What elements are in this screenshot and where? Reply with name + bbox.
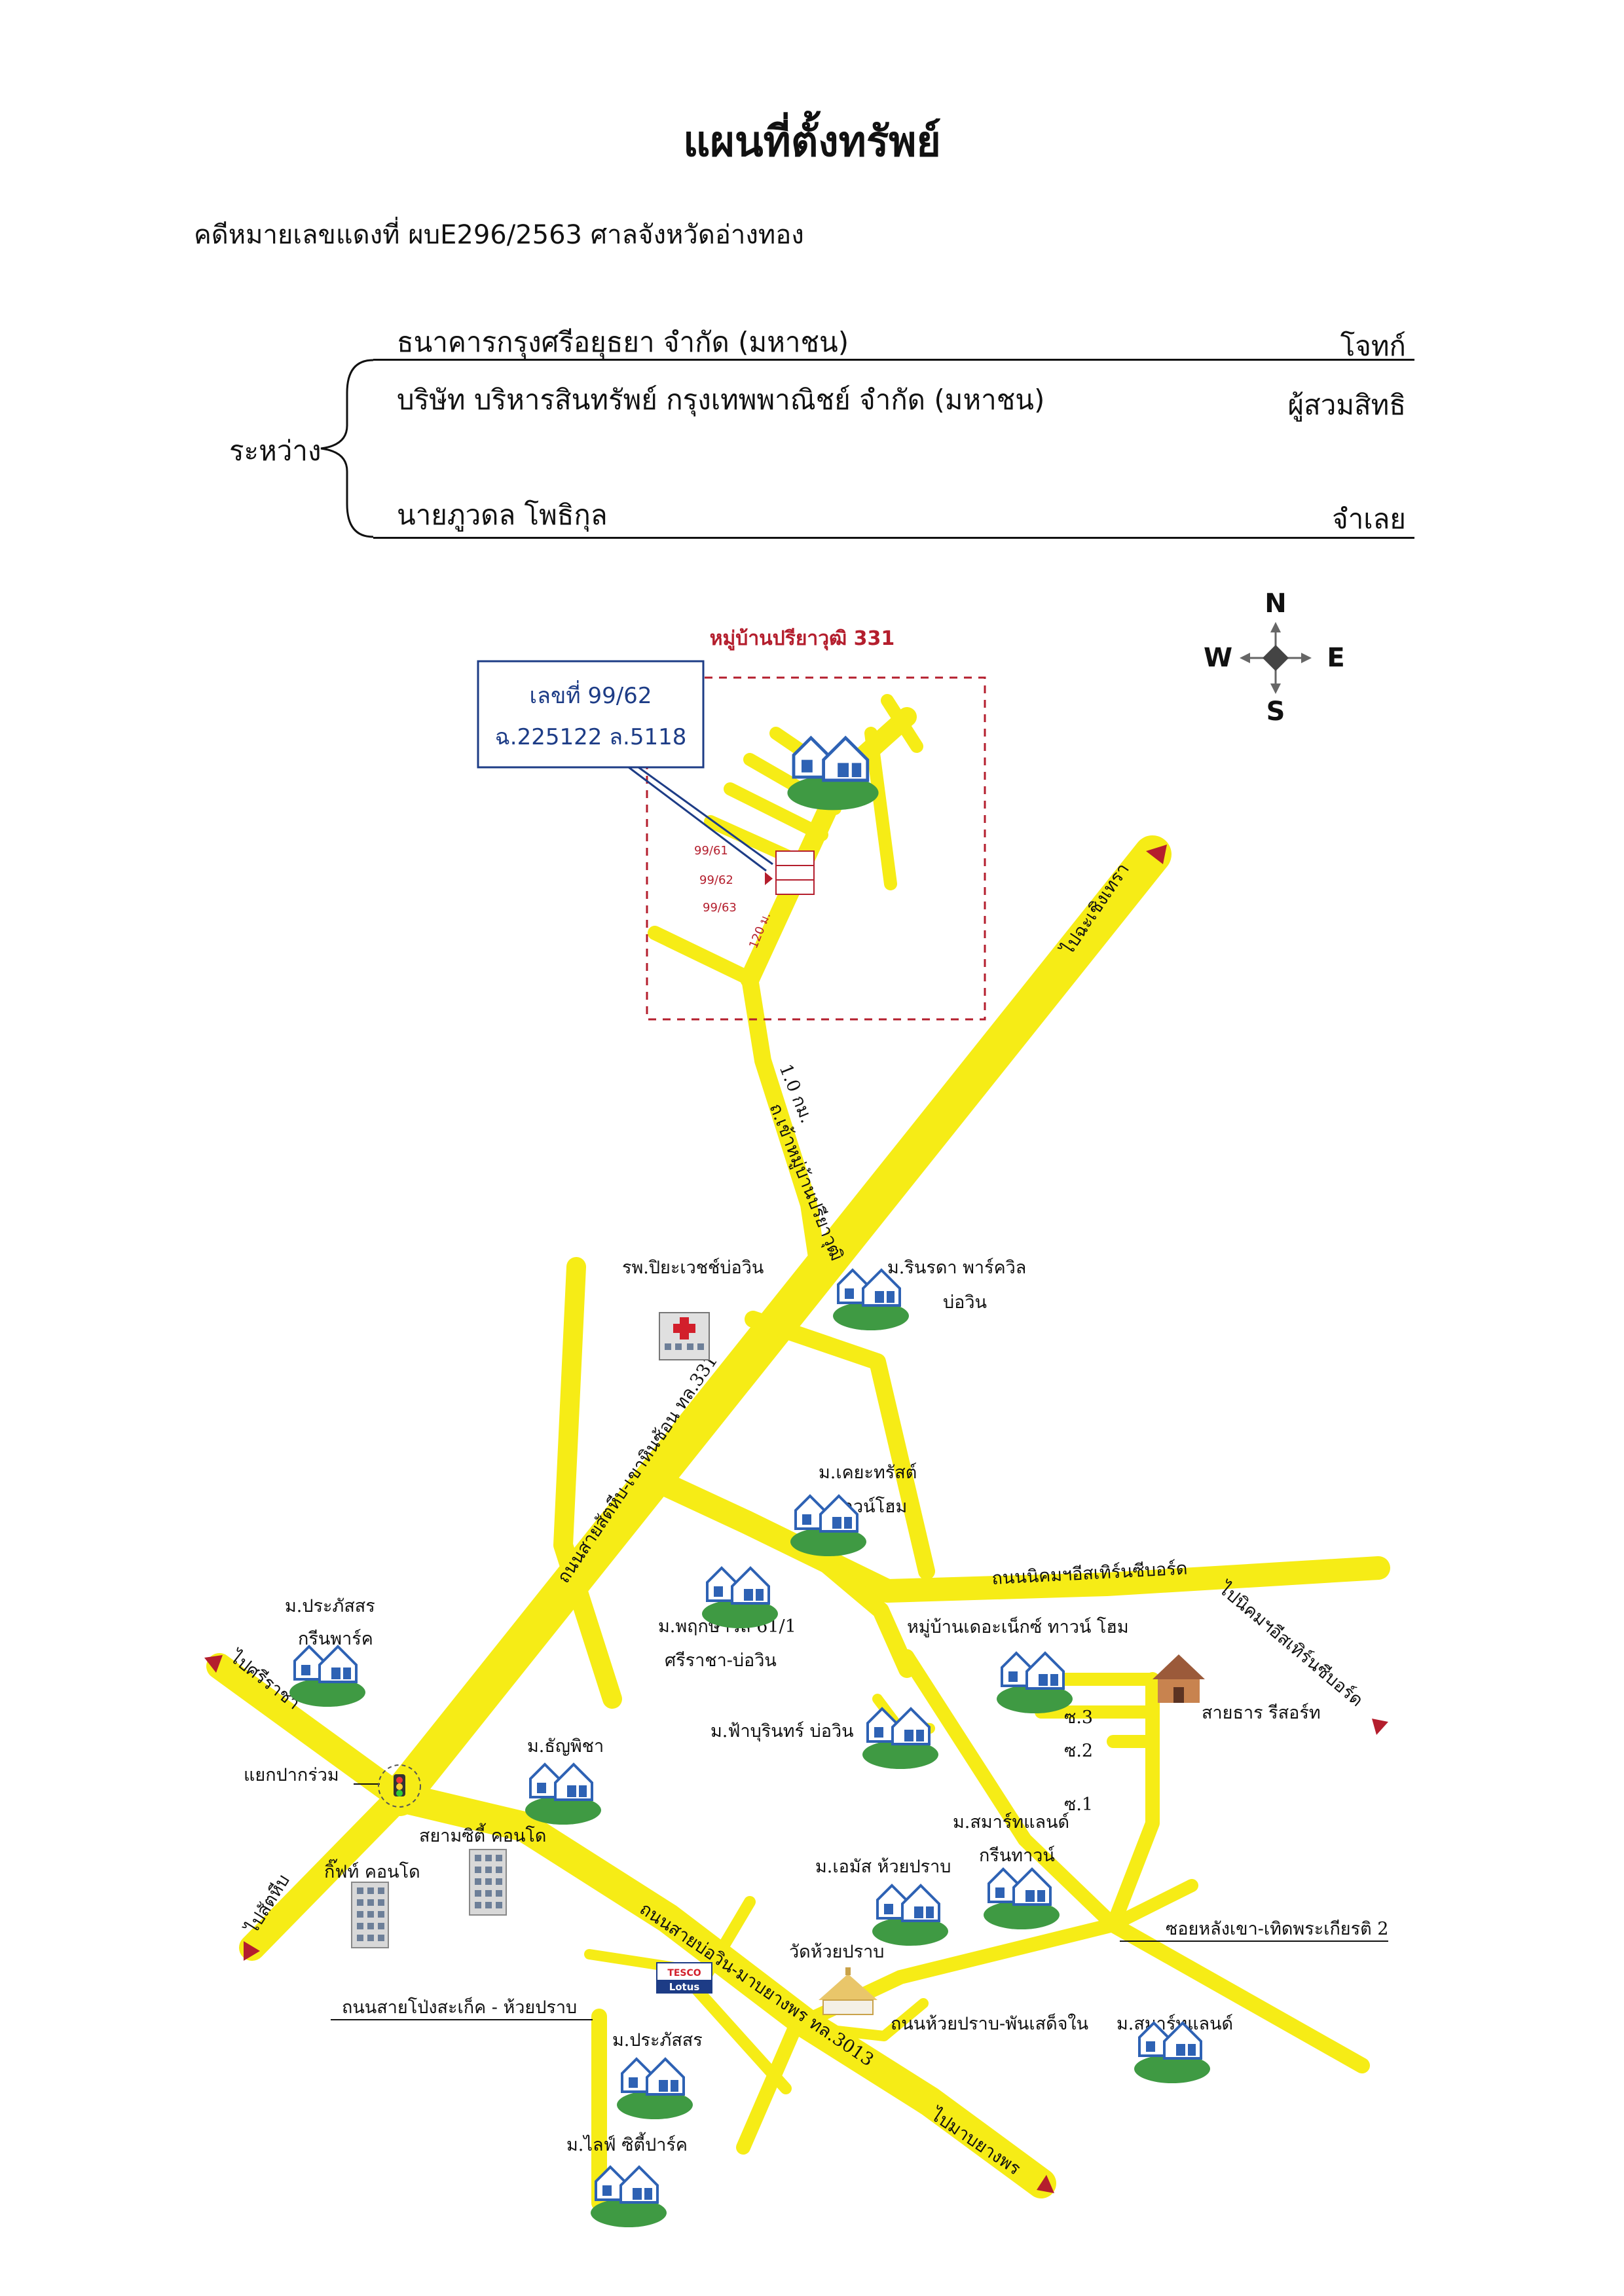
store-brand-1: TESCO (667, 1968, 701, 1978)
successor-name: บริษัท บริหารสินทรัพย์ กรุงเทพพาณิชย์ จำ… (397, 384, 1045, 416)
label-life-city: ม.ไลฟ์ ซิตี้ปาร์ค (566, 2132, 688, 2155)
compass-west: W (1204, 643, 1232, 673)
road-3013 (384, 1782, 1056, 2198)
compass-north: N (1264, 589, 1286, 619)
plot-marker-icon (765, 872, 773, 885)
defendant-name: นายภูวดล โพธิกุล (397, 499, 608, 531)
label-junction: แยกปากร่วม (244, 1765, 339, 1785)
house-icon (995, 1652, 1074, 1715)
successor-role: ผู้สวมสิทธิ (1287, 389, 1406, 421)
condo-icon (351, 1882, 389, 1948)
label-prapassorn-green-2: กรีนพาร์ค (298, 1628, 373, 1649)
label-siam-city: สยามซิตี้ คอนโด (419, 1823, 546, 1846)
house-icon (861, 1707, 940, 1770)
label-wat: วัดห้วยปราบ (789, 1942, 884, 1962)
house-icon (982, 1868, 1061, 1931)
callout-deed-number: ฉ.225122 ล.5118 (495, 724, 687, 750)
arrow-eastern-icon (1372, 1719, 1388, 1735)
resort-icon (1153, 1654, 1205, 1703)
plot-callout-box (477, 660, 705, 769)
store-icon: TESCO Lotus (656, 1962, 712, 1994)
road-to-sattahip (239, 1784, 413, 1961)
house-icon (288, 1645, 367, 1708)
label-gift: กิ๊ฟท์ คอนโด (324, 1859, 420, 1882)
callout-pointer (628, 766, 773, 872)
label-prapassorn-green-1: ม.ประภัสสร (285, 1596, 375, 1616)
plaintiff-role: โจทก์ (1340, 330, 1406, 362)
between-brace (320, 359, 374, 538)
house-icon (524, 1763, 602, 1826)
hospital-icon (659, 1312, 710, 1360)
compass-south: S (1266, 697, 1285, 727)
label-rinrada-1: ม.รินรดา พาร์ควิล (887, 1257, 1026, 1278)
label-soi-1: ซ.1 (1064, 1795, 1093, 1815)
case-number-line: คดีหมายเลขแดงที่ ผบE296/2563 ศาลจังหวัดอ… (194, 220, 804, 250)
store-brand-2: Lotus (669, 1981, 700, 1993)
house-icon (589, 2166, 668, 2229)
between-label: ระหว่าง (229, 435, 322, 467)
label-thanyapicha: ม.ธัญพิชา (527, 1736, 604, 1757)
label-the-next: หมู่บ้านเดอะเน็กซ์ ทาวน์ โฮม (907, 1615, 1129, 1637)
house-icon (701, 1567, 779, 1630)
arrow-sriracha-icon (204, 1655, 223, 1673)
label-soi-langkhao: ซอยหลังเขา-เทิดพระเกียรติ 2 (1166, 1919, 1388, 1939)
village-title: หมู่บ้านปรียาวุฒิ 331 (710, 627, 895, 651)
compass-icon: N S W E (1204, 589, 1345, 727)
road-to-sriracha (206, 1653, 413, 1810)
road-network (206, 694, 1390, 2211)
label-smart-green-1: ม.สมาร์ทแลนด์ (953, 1812, 1069, 1832)
label-smart-green-2: กรีนทาวน์ (979, 1845, 1055, 1866)
label-road-huaiprab: ถนนห้วยปราบ-พันเสด็จใน (891, 2012, 1088, 2034)
defendant-role: จำเลย (1332, 503, 1406, 535)
arrow-mabyangporn-icon (1037, 2175, 1054, 2193)
label-saitarn: สายธาร รีสอร์ท (1202, 1702, 1321, 1723)
direction-arrows (204, 845, 1388, 2193)
label-pruksa-2: ศรีราชา-บ่อวิน (665, 1650, 777, 1671)
label-to-eastern: ไปนิคมฯอีสเทิร์นซีบอร์ด (1214, 1578, 1367, 1711)
village-boundary (646, 676, 986, 1021)
plaintiff-name: ธนาคารกรุงศรีอยุธยา จำกัด (มหาชน) (397, 326, 849, 358)
label-soi-2: ซ.2 (1064, 1741, 1093, 1761)
plot-label-9961: 99/61 (694, 844, 728, 858)
label-road-pong: ถนนสายโป่งสะเก็ค - ห้วยปราบ (342, 1995, 577, 2018)
traffic-light-icon (378, 1764, 421, 1808)
house-icon (832, 1269, 910, 1332)
arrow-chachoengsao-icon (1146, 845, 1167, 864)
temple-icon (819, 1967, 877, 2015)
party-divider-1 (373, 359, 1414, 361)
callout-house-number: เลขที่ 99/62 (530, 680, 652, 709)
label-prapassorn: ม.ประภัสสร (612, 2030, 703, 2050)
label-keys-1: ม.เคยะทรัสต์ (819, 1462, 917, 1483)
document-title: แผนที่ตั้งทรัพย์ (683, 118, 941, 166)
label-rinrada-2: บ่อวิน (943, 1292, 987, 1313)
party-divider-2 (373, 537, 1414, 539)
label-emus: ม.เอมัส ห้วยปราบ (815, 1857, 951, 1877)
plot-label-9963: 99/63 (703, 901, 737, 915)
house-icon (871, 1884, 950, 1947)
house-icon (616, 2058, 694, 2121)
condo-icon (469, 1849, 507, 1916)
compass-east: E (1327, 643, 1344, 673)
plot-label-9962: 99/62 (699, 873, 733, 887)
arrow-sattahip-icon (244, 1941, 260, 1961)
label-fa-buri: ม.ฟ้าบุรินทร์ บ่อวิน (710, 1721, 854, 1742)
label-hospital: รพ.ปิยะเวชช์บ่อวิน (622, 1257, 764, 1278)
label-soi-3: ซ.3 (1064, 1707, 1093, 1728)
